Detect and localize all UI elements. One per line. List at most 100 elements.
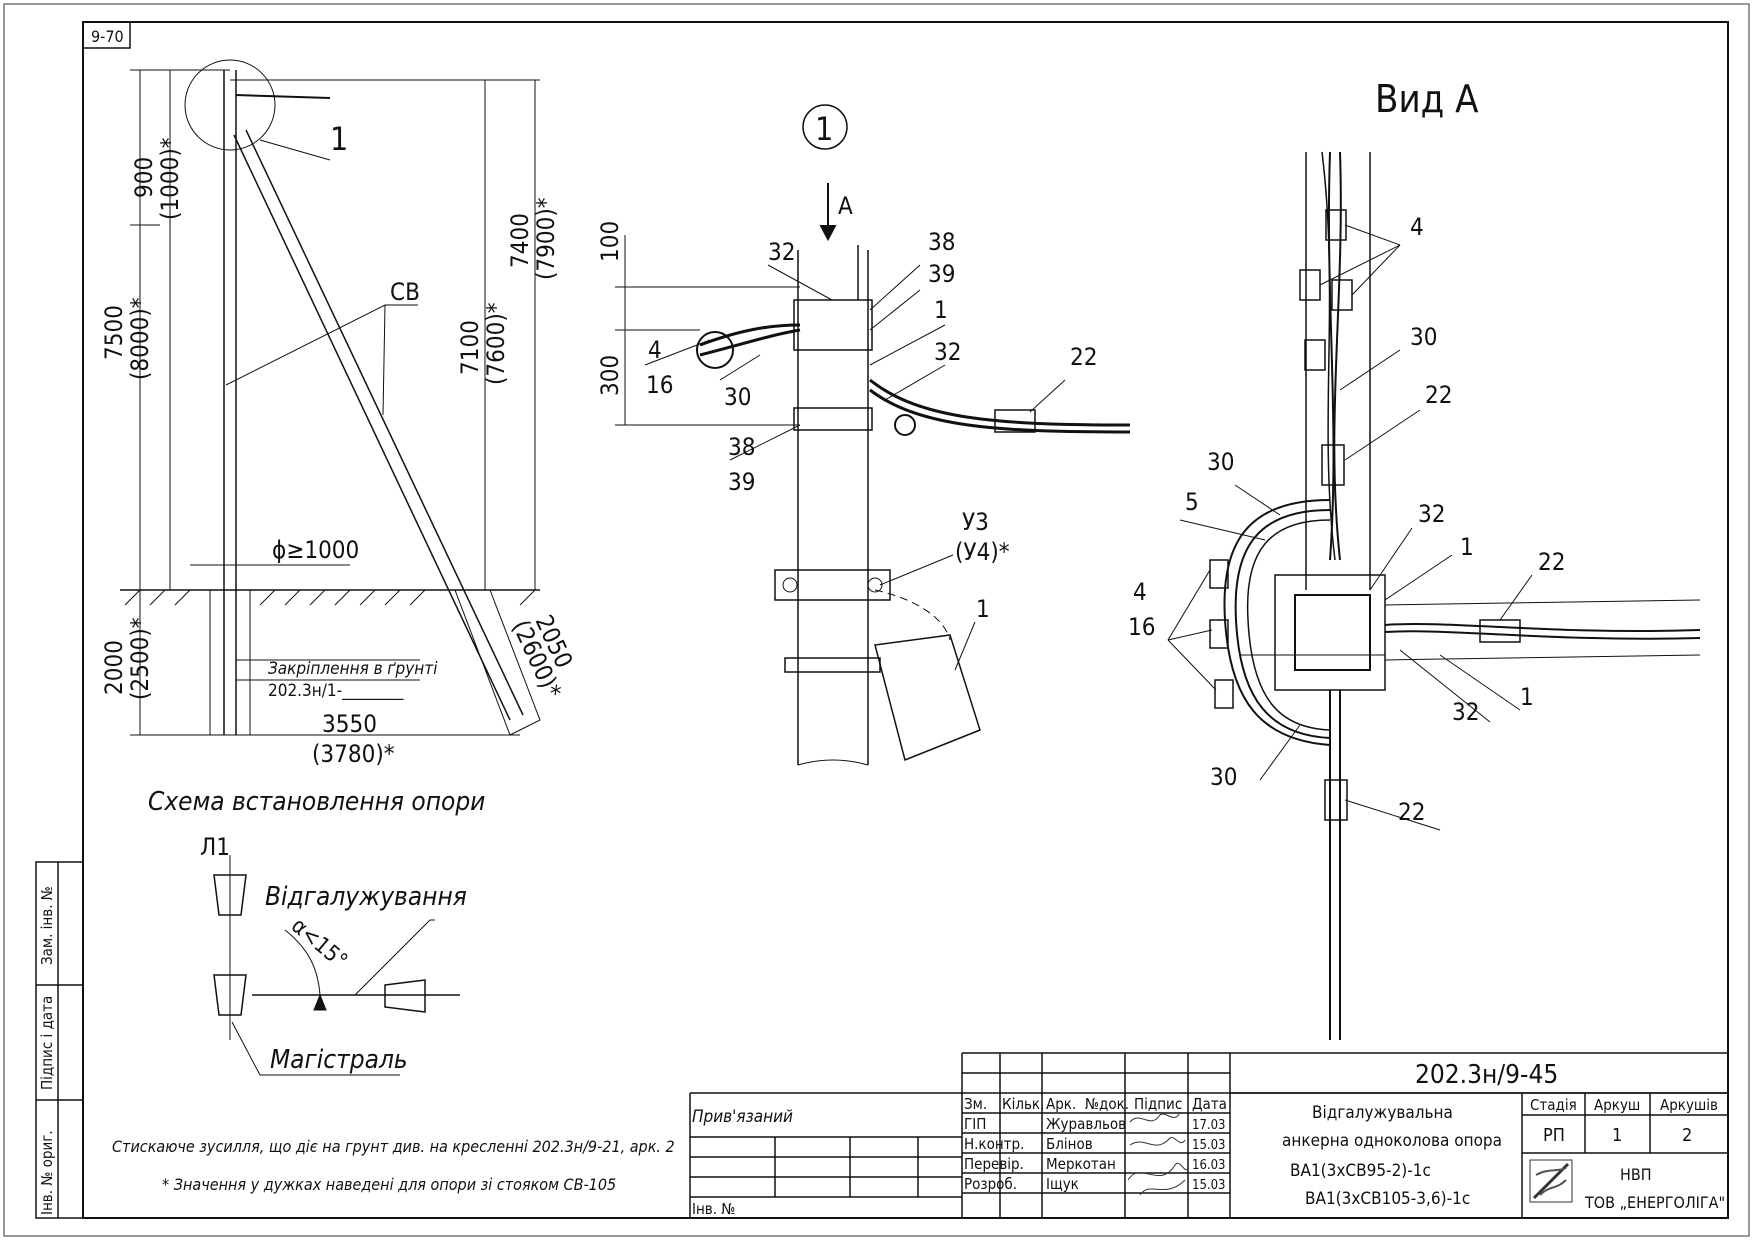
- view-label-1-center: 1: [1460, 533, 1474, 561]
- dim-7500: 7500: [100, 305, 128, 360]
- view-a-drawing: [1167, 151, 1701, 1040]
- signature-scribbles: [1127, 1111, 1189, 1196]
- view-label-22-top: 22: [1425, 381, 1452, 409]
- dim-7100: 7100: [456, 320, 484, 375]
- title-block-grid: [689, 1052, 1728, 1218]
- tb-doc-code: 202.3н/9-45: [1415, 1060, 1558, 1090]
- view-label-30-bottom: 30: [1210, 763, 1237, 791]
- tb-inv-no: Інв. №: [692, 1200, 735, 1218]
- tb-col-kilk: Кільк.: [1002, 1095, 1044, 1113]
- scheme-branch: Відгалужування: [265, 882, 467, 912]
- dim-2000: 2000: [100, 640, 128, 695]
- dim-7400: 7400: [506, 213, 534, 268]
- scheme-main: Магістраль: [270, 1045, 408, 1075]
- tb-desc-line4: ВА1(3хСВ105-3,6)-1с: [1305, 1189, 1470, 1209]
- dim-900: 900: [130, 157, 158, 198]
- detail-label-u3: У3: [962, 508, 989, 536]
- tb-sheet: 1: [1612, 1125, 1622, 1146]
- view-label-32-center: 32: [1418, 500, 1445, 528]
- dim-3550: 3550: [322, 710, 377, 738]
- dim-7600: (7600)*: [482, 302, 510, 385]
- pole-drawing: [120, 59, 541, 736]
- detail-1-drawing: [615, 104, 1131, 766]
- side-stamp: [35, 861, 84, 1219]
- tb-stage-header: Стадія: [1530, 1096, 1577, 1114]
- note-1: Стискаюче зусилля, що діє на грунт див. …: [112, 1137, 675, 1156]
- detail-label-1: 1: [934, 296, 948, 324]
- view-label-5: 5: [1185, 488, 1199, 516]
- tb-date-3: 15.03: [1192, 1178, 1225, 1193]
- note-2: * Значення у дужках наведені для опори з…: [162, 1175, 616, 1194]
- tb-role-3: Розроб.: [964, 1175, 1017, 1193]
- dim-1000: (1000)*: [156, 137, 184, 220]
- stamp-zam-inv: Зам. інв. №: [38, 886, 56, 965]
- detail-label-38-bottom: 38: [728, 433, 755, 461]
- dim-300: 300: [596, 355, 624, 396]
- tb-role-0: ГІП: [964, 1115, 986, 1133]
- view-label-16-left: 16: [1128, 613, 1155, 641]
- tb-desc-line1: Відгалужувальна: [1312, 1103, 1453, 1123]
- tb-company-line1: НВП: [1620, 1165, 1652, 1184]
- page-code: 9-70: [91, 27, 124, 46]
- detail-callout-number: 1: [815, 110, 833, 148]
- tb-name-0: Журавльов: [1046, 1115, 1126, 1133]
- scheme-title: Схема встановлення опори: [148, 787, 485, 817]
- tb-role-2: Перевір.: [964, 1155, 1024, 1173]
- scheme-l1: Л1: [200, 833, 230, 861]
- tb-date-2: 16.03: [1192, 1158, 1225, 1173]
- stamp-signature-date: Підпис і дата: [38, 996, 56, 1090]
- detail-label-u4: (У4)*: [955, 538, 1010, 566]
- detail-label-4: 4: [648, 336, 662, 364]
- view-label-4-top: 4: [1410, 213, 1424, 241]
- page-code-box: [82, 21, 131, 49]
- tb-col-ark: Арк.: [1046, 1095, 1076, 1113]
- dim-3780: (3780)*: [312, 740, 395, 768]
- detail-label-39-bottom: 39: [728, 468, 755, 496]
- dim-2500: (2500)*: [126, 617, 154, 700]
- tb-stage: РП: [1543, 1125, 1565, 1146]
- tb-sheets: 2: [1682, 1125, 1692, 1146]
- tb-name-3: Іщук: [1046, 1175, 1079, 1193]
- dim-8000: (8000)*: [126, 297, 154, 380]
- tb-date-1: 15.03: [1192, 1138, 1225, 1153]
- detail-label-1-box: 1: [976, 595, 990, 623]
- anchoring-line2: 202.3н/1-________: [268, 681, 404, 701]
- view-label-22-right: 22: [1538, 548, 1565, 576]
- detail-label-38-top: 38: [928, 228, 955, 256]
- inner-frame: [82, 21, 1729, 1219]
- detail-label-39-top: 39: [928, 260, 955, 288]
- arrow-a-label: А: [838, 192, 853, 220]
- tb-desc-line3: ВА1(3хСВ95-2)-1с: [1290, 1161, 1431, 1181]
- detail-label-30: 30: [724, 383, 751, 411]
- stamp-inv-orig: Інв. № ориг.: [38, 1130, 56, 1215]
- tb-sheets-header: Аркушів: [1660, 1096, 1718, 1114]
- tb-date-0: 17.03: [1192, 1118, 1225, 1133]
- tb-col-pidpys: Підпис: [1134, 1095, 1182, 1113]
- detail-label-32-right: 32: [934, 338, 961, 366]
- detail-label-32-top: 32: [768, 238, 795, 266]
- view-label-30-top: 30: [1410, 323, 1437, 351]
- detail-label-16: 16: [646, 371, 673, 399]
- view-label-32-bottom: 32: [1452, 698, 1479, 726]
- tb-col-ndok: №док.: [1085, 1095, 1129, 1113]
- tb-col-zm: Зм.: [964, 1095, 987, 1113]
- detail-label-22: 22: [1070, 343, 1097, 371]
- tb-company-line2: ТОВ „ЕНЕРГОЛІГА": [1584, 1193, 1725, 1212]
- view-a-title: Вид А: [1375, 77, 1479, 121]
- tb-role-1: Н.контр.: [964, 1135, 1024, 1153]
- view-label-30-left: 30: [1207, 448, 1234, 476]
- pole-label: СВ: [390, 278, 420, 306]
- tb-linked: Прив'язаний: [692, 1107, 793, 1127]
- outer-frame: [3, 3, 1750, 1237]
- tb-name-2: Меркотан: [1046, 1155, 1116, 1173]
- tb-desc-line2: анкерна одноколова опора: [1282, 1131, 1502, 1151]
- view-label-1-bottom: 1: [1520, 683, 1534, 711]
- tb-sheet-header: Аркуш: [1594, 1096, 1640, 1114]
- callout-1-label: 1: [330, 120, 348, 158]
- dim-7900: (7900)*: [532, 197, 560, 280]
- view-label-4-left: 4: [1133, 578, 1147, 606]
- anchoring-line1: Закріплення в ґрунті: [268, 659, 438, 679]
- tb-col-data: Дата: [1192, 1095, 1227, 1113]
- scheme-angle: α<15°: [286, 913, 352, 974]
